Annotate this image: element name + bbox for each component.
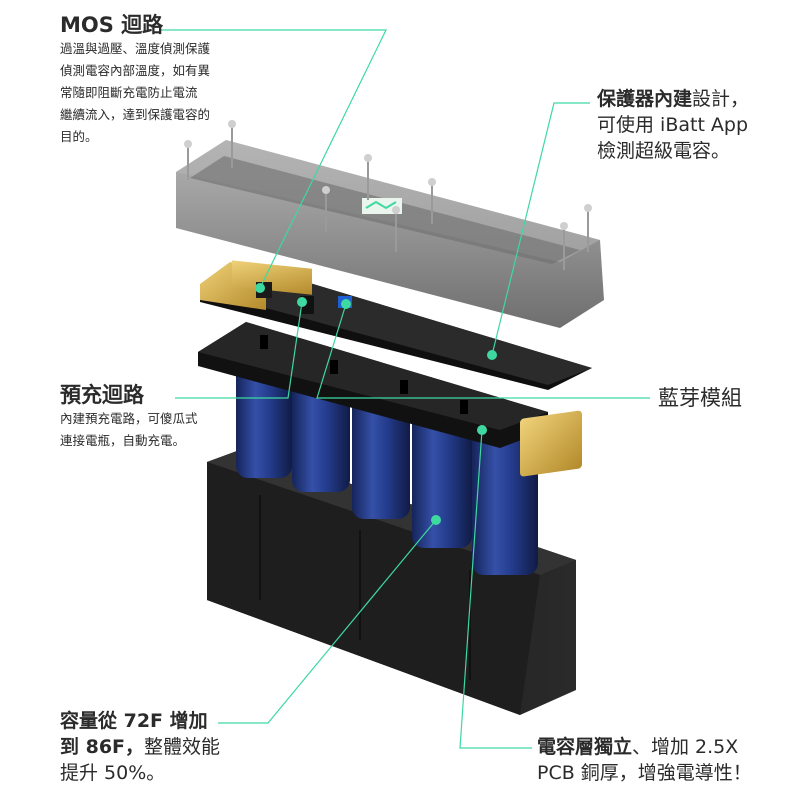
leader-line-protector: [491, 102, 590, 356]
leader-dot-bluetooth: [341, 299, 351, 309]
precharge-title: 預充迴路: [60, 383, 144, 407]
leader-line-precharge: [175, 301, 303, 399]
bluetooth-callout: 藍芽模組: [658, 385, 742, 411]
layer-line1-rest: 、增加 2.5X: [632, 736, 739, 758]
leader-dot-layer: [477, 425, 487, 435]
protector-title: 保護器內建: [597, 88, 693, 110]
protector-line1-rest: 設計，: [692, 88, 750, 110]
leader-dot-precharge: [297, 297, 307, 307]
capacity-line2-rest: 整體效能: [144, 736, 221, 758]
layer-title: 電容層獨立: [537, 736, 633, 758]
bluetooth-title: 藍芽模組: [658, 386, 742, 410]
layer-callout: 電容層獨立、增加 2.5X PCB 銅厚，增強電導性！: [537, 734, 787, 786]
capacity-line3: 提升 50%。: [60, 762, 166, 784]
leader-dot-mos: [255, 283, 265, 293]
capacity-callout: 容量從 72F 增加 到 86F，整體效能 提升 50%。: [60, 708, 260, 786]
precharge-description: 內建預充電路，可傻瓜式 連接電瓶，自動充電。: [60, 411, 198, 448]
leader-line-capacity: [218, 519, 437, 724]
mos-callout: MOS 迴路 過溫與過壓、溫度偵測保護 偵測電容內部溫度，如有異 常隨即阻斷充電…: [60, 12, 260, 148]
capacity-line2-bold: 到 86F，: [60, 736, 145, 758]
mos-title: MOS 迴路: [60, 13, 164, 37]
leader-line-layer: [459, 429, 532, 749]
capacity-line1: 容量從 72F 增加: [60, 710, 208, 732]
leader-line-bluetooth: [316, 303, 650, 399]
transparent-lid: [176, 140, 604, 328]
leader-line-mos: [160, 29, 387, 289]
protector-line3: 檢測超級電容。: [597, 140, 731, 162]
layer-line2: PCB 銅厚，增強電導性！: [537, 762, 752, 784]
leader-dot-protector: [487, 350, 497, 360]
protector-line2: 可使用 iBatt App: [597, 114, 749, 136]
precharge-callout: 預充迴路 內建預充電路，可傻瓜式 連接電瓶，自動充電。: [60, 382, 240, 452]
leader-dot-capacity: [431, 515, 441, 525]
protector-callout: 保護器內建設計， 可使用 iBatt App 檢測超級電容。: [597, 86, 792, 164]
lower-pcb-plate: [198, 322, 582, 477]
mos-description: 過溫與過壓、溫度偵測保護 偵測電容內部溫度，如有異 常隨即阻斷充電防止電流 繼續…: [60, 41, 211, 144]
screws: [184, 120, 592, 270]
